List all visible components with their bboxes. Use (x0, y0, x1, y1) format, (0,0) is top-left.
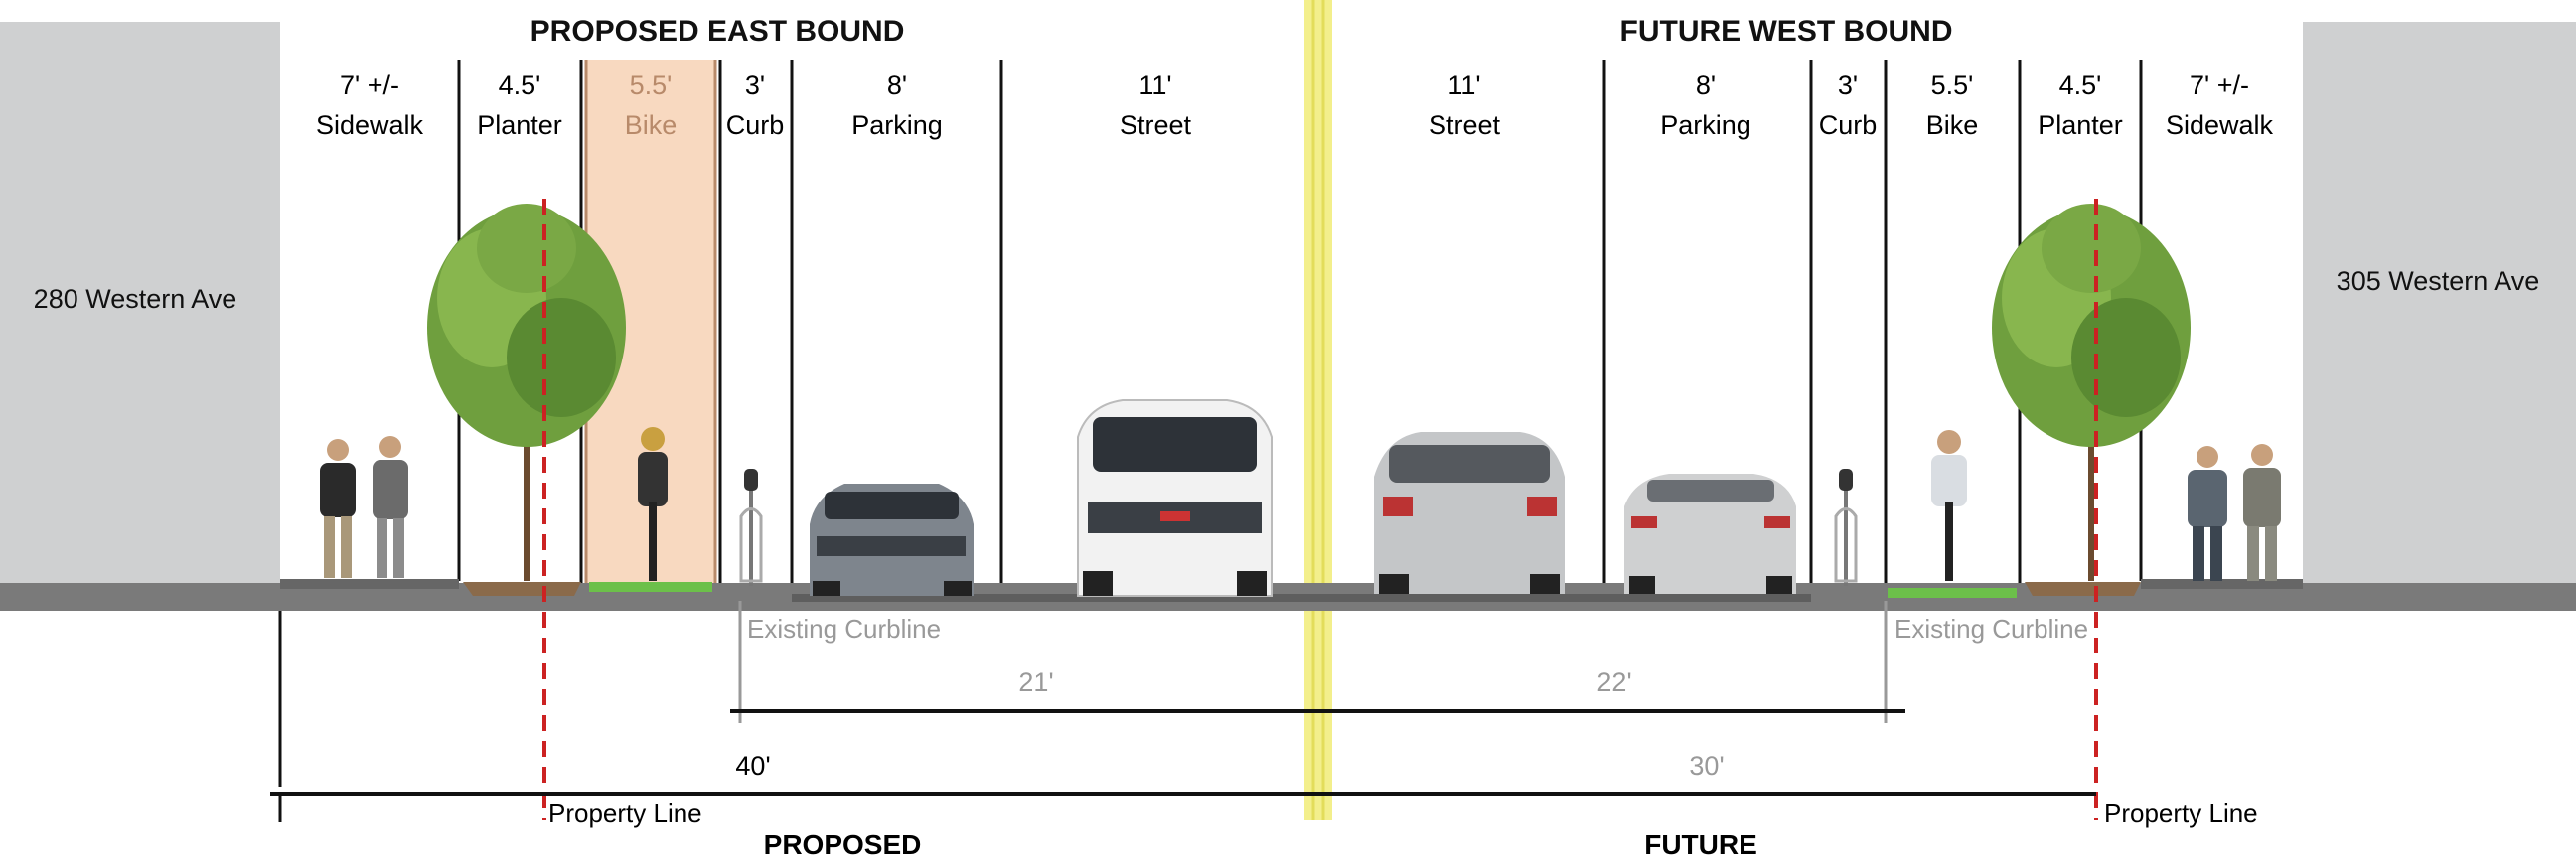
header-east: PROPOSED EAST BOUND (530, 15, 905, 48)
zone-name-planter-west: Planter (2038, 110, 2123, 140)
van-icon (1077, 399, 1273, 597)
zone-size-sidewalk-east: 7' +/- (340, 71, 399, 100)
dimension-label-30: 30' (1689, 751, 1724, 781)
pedestrian-icon (373, 436, 408, 578)
property-line-label-left: Property Line (548, 798, 702, 828)
building-label-right: 305 Western Ave (2337, 266, 2540, 296)
sidewalk-west (2141, 579, 2303, 589)
header-west: FUTURE WEST BOUND (1620, 15, 1953, 48)
zone-size-sidewalk-west: 7' +/- (2190, 71, 2249, 100)
zone-name-street-east: Street (1120, 110, 1192, 140)
zone-size-street-west: 11' (1447, 71, 1480, 100)
zone-name-planter-east: Planter (477, 110, 562, 140)
zone-size-curb-east: 3' (745, 71, 765, 100)
zone-name-bike-west: Bike (1926, 110, 1979, 140)
zone-name-bike-east: Bike (625, 110, 678, 140)
zone-size-street-east: 11' (1138, 71, 1171, 100)
zone-size-bike-east: 5.5' (630, 71, 673, 100)
pedestrian-icon (2188, 446, 2227, 581)
parking-meter-icon (1834, 469, 1858, 586)
dimension-label-21: 21' (1018, 667, 1053, 697)
tree-icon (1992, 204, 2191, 581)
building-280-western (0, 22, 280, 588)
footer-proposed: PROPOSED (764, 829, 922, 860)
cyclist-icon (638, 427, 668, 581)
curbline-label-left: Existing Curbline (747, 614, 941, 644)
zone-size-bike-west: 5.5' (1931, 71, 1974, 100)
zone-name-street-west: Street (1429, 110, 1501, 140)
centerline-band (1304, 0, 1332, 820)
parking-meter-icon (739, 469, 763, 586)
sedan-icon (1624, 474, 1796, 594)
roadway-surface (792, 594, 1811, 602)
zone-name-parking-west: Parking (1660, 110, 1751, 140)
dimension-label-40: 40' (735, 751, 770, 781)
zone-size-parking-east: 8' (887, 71, 907, 100)
planter-soil-east (463, 582, 581, 596)
zone-size-parking-west: 8' (1696, 71, 1716, 100)
sedan-icon (810, 484, 974, 596)
property-line-label-right: Property Line (2104, 798, 2258, 828)
bike-pavement-west (1888, 588, 2017, 598)
zone-name-curb-east: Curb (726, 110, 785, 140)
building-305-western (2303, 22, 2576, 588)
zone-name-curb-west: Curb (1819, 110, 1878, 140)
curbline-label-right: Existing Curbline (1894, 614, 2088, 644)
zone-dividers (457, 60, 2143, 596)
planter-soil-west (2025, 582, 2141, 596)
zone-size-curb-west: 3' (1838, 71, 1858, 100)
suv-icon (1374, 432, 1565, 594)
zone-size-planter-east: 4.5' (499, 71, 541, 100)
building-label-left: 280 Western Ave (34, 284, 237, 314)
zone-name-sidewalk-east: Sidewalk (316, 110, 424, 140)
zone-name-parking-east: Parking (851, 110, 943, 140)
dimension-label-22: 22' (1596, 667, 1631, 697)
pedestrian-icon (2243, 444, 2281, 581)
zone-name-sidewalk-west: Sidewalk (2166, 110, 2274, 140)
pedestrian-icon (320, 439, 356, 578)
sidewalk-east (280, 579, 459, 589)
footer-future: FUTURE (1644, 829, 1757, 860)
cyclist-icon (1931, 430, 1967, 581)
tree-icon (427, 204, 626, 581)
zone-size-planter-west: 4.5' (2059, 71, 2102, 100)
bike-pavement-east (589, 582, 712, 592)
